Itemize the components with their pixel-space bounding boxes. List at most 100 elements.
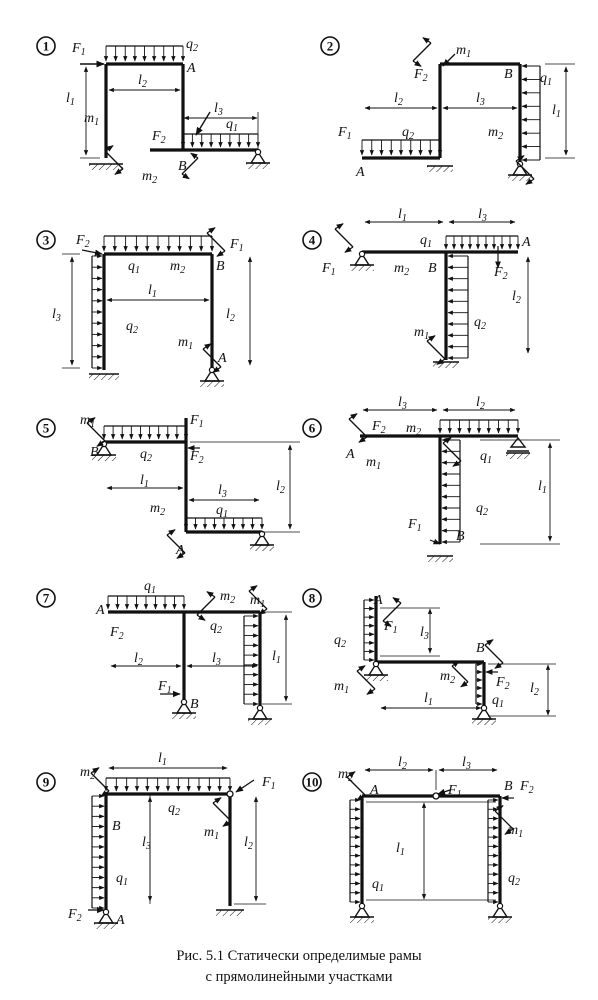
panel-number: 6 — [309, 421, 316, 436]
moment-axis — [334, 228, 354, 248]
moment-arrow — [206, 591, 216, 598]
panel-8-label: A — [373, 593, 383, 608]
moment-arrow — [166, 529, 176, 536]
moment-axis — [442, 442, 462, 462]
moment-arrow — [426, 335, 436, 342]
moment-arrow — [100, 790, 110, 797]
panel-number: 3 — [43, 233, 50, 248]
ground-hatching — [427, 556, 453, 562]
panel-3-label: B — [216, 259, 225, 274]
panel-2-label: F2 — [413, 67, 428, 84]
panel-4-label: A — [521, 235, 531, 250]
panel-number-circle — [36, 588, 56, 608]
panel-number-circle — [320, 36, 340, 56]
panel-5-label: l1 — [140, 473, 149, 490]
panel-2-label: l3 — [476, 91, 485, 108]
ground-hatching — [92, 455, 116, 461]
moment-arrow — [248, 585, 258, 592]
panel-1-label: F1 — [71, 41, 86, 58]
panel-5-label: A — [175, 543, 185, 558]
pin-hinge — [258, 530, 266, 538]
moment-arrow — [452, 460, 462, 467]
panel-8-label: l3 — [420, 625, 429, 642]
moment-arrow — [96, 440, 106, 447]
panel-5-label: l2 — [276, 479, 285, 496]
panel-2-label: A — [355, 165, 365, 180]
panel-10-label: F2 — [519, 779, 534, 796]
panel-7-label: q1 — [144, 579, 156, 596]
panel-number-circle — [302, 230, 322, 250]
force-F2 — [442, 53, 456, 67]
panel-2-label: m2 — [488, 125, 503, 142]
panel-number: 4 — [309, 233, 316, 248]
ground-hatching — [488, 917, 512, 923]
moment-arrow — [504, 828, 514, 835]
panel-2-label: l2 — [394, 91, 403, 108]
ground-hatching — [350, 265, 374, 271]
ground-hatching — [216, 910, 244, 916]
panel-3-label: m1 — [178, 335, 193, 352]
panel-1-label: q2 — [186, 37, 198, 54]
pin-hinge — [256, 704, 264, 712]
pin-hinge — [358, 902, 366, 910]
panel-number-circle — [36, 772, 56, 792]
moment-arrow — [436, 358, 446, 365]
moment-arrow — [382, 620, 392, 627]
panel-2-label: F1 — [337, 125, 352, 142]
moment-axis — [382, 602, 402, 622]
panel-5-label: l3 — [218, 483, 227, 500]
panel-6-label: B — [456, 529, 465, 544]
panel-10-label: l3 — [462, 755, 471, 772]
force-F1 — [235, 779, 255, 793]
panel-2-label: q2 — [402, 125, 414, 142]
panel-1-label: m1 — [84, 111, 99, 128]
panel-4-label: m1 — [414, 325, 429, 342]
force-F1 — [429, 538, 441, 545]
panel-4-label: F1 — [321, 261, 336, 278]
panel-5-label: B — [90, 445, 99, 460]
moment-arrow — [366, 688, 376, 695]
moment-arrow — [212, 366, 222, 373]
moment-arrow — [494, 662, 504, 669]
ground-hatching — [200, 381, 224, 387]
pin-hinge — [372, 660, 380, 668]
panel-1-label: l2 — [138, 73, 147, 90]
panel-8-label: F2 — [495, 675, 510, 692]
panel-3-label: q1 — [128, 259, 140, 276]
moment-arrow — [176, 552, 186, 559]
moment-arrow — [181, 172, 190, 180]
panel-number-circle — [36, 418, 56, 438]
panel-6-label: l1 — [538, 479, 547, 496]
panel-8-label: F1 — [383, 619, 398, 636]
moment-arrow — [258, 608, 268, 615]
panel-6-label: l2 — [476, 395, 485, 412]
moment-arrow — [86, 417, 96, 424]
panel-9-label: F1 — [261, 775, 276, 792]
ground-hatching — [246, 163, 270, 169]
panel-7-label: l3 — [212, 651, 221, 668]
roller-support — [509, 436, 527, 448]
panel-10-label: q1 — [372, 877, 384, 894]
moment-axis — [515, 160, 535, 180]
moment-arrow — [344, 246, 354, 253]
moment-arrow — [442, 437, 452, 444]
moment-axis — [166, 534, 186, 554]
panel-9-label: l1 — [158, 751, 167, 768]
panel-number: 10 — [306, 775, 319, 790]
moment-axis — [356, 670, 376, 690]
panel-8-label: q1 — [492, 693, 504, 710]
panel-7-label: q2 — [210, 619, 222, 636]
pin-hinge — [480, 704, 488, 712]
panel-10-label: q2 — [508, 871, 520, 888]
panel-5-label: F2 — [189, 449, 204, 466]
moment-arrow — [334, 223, 344, 230]
panel-9-label: q2 — [168, 801, 180, 818]
hinge — [226, 790, 234, 798]
force-F2 — [81, 249, 103, 256]
ground-hatching — [248, 719, 272, 725]
panel-4-label: F2 — [493, 265, 508, 282]
panel-8-label: B — [476, 641, 485, 656]
panel-6-label: q2 — [476, 501, 488, 518]
